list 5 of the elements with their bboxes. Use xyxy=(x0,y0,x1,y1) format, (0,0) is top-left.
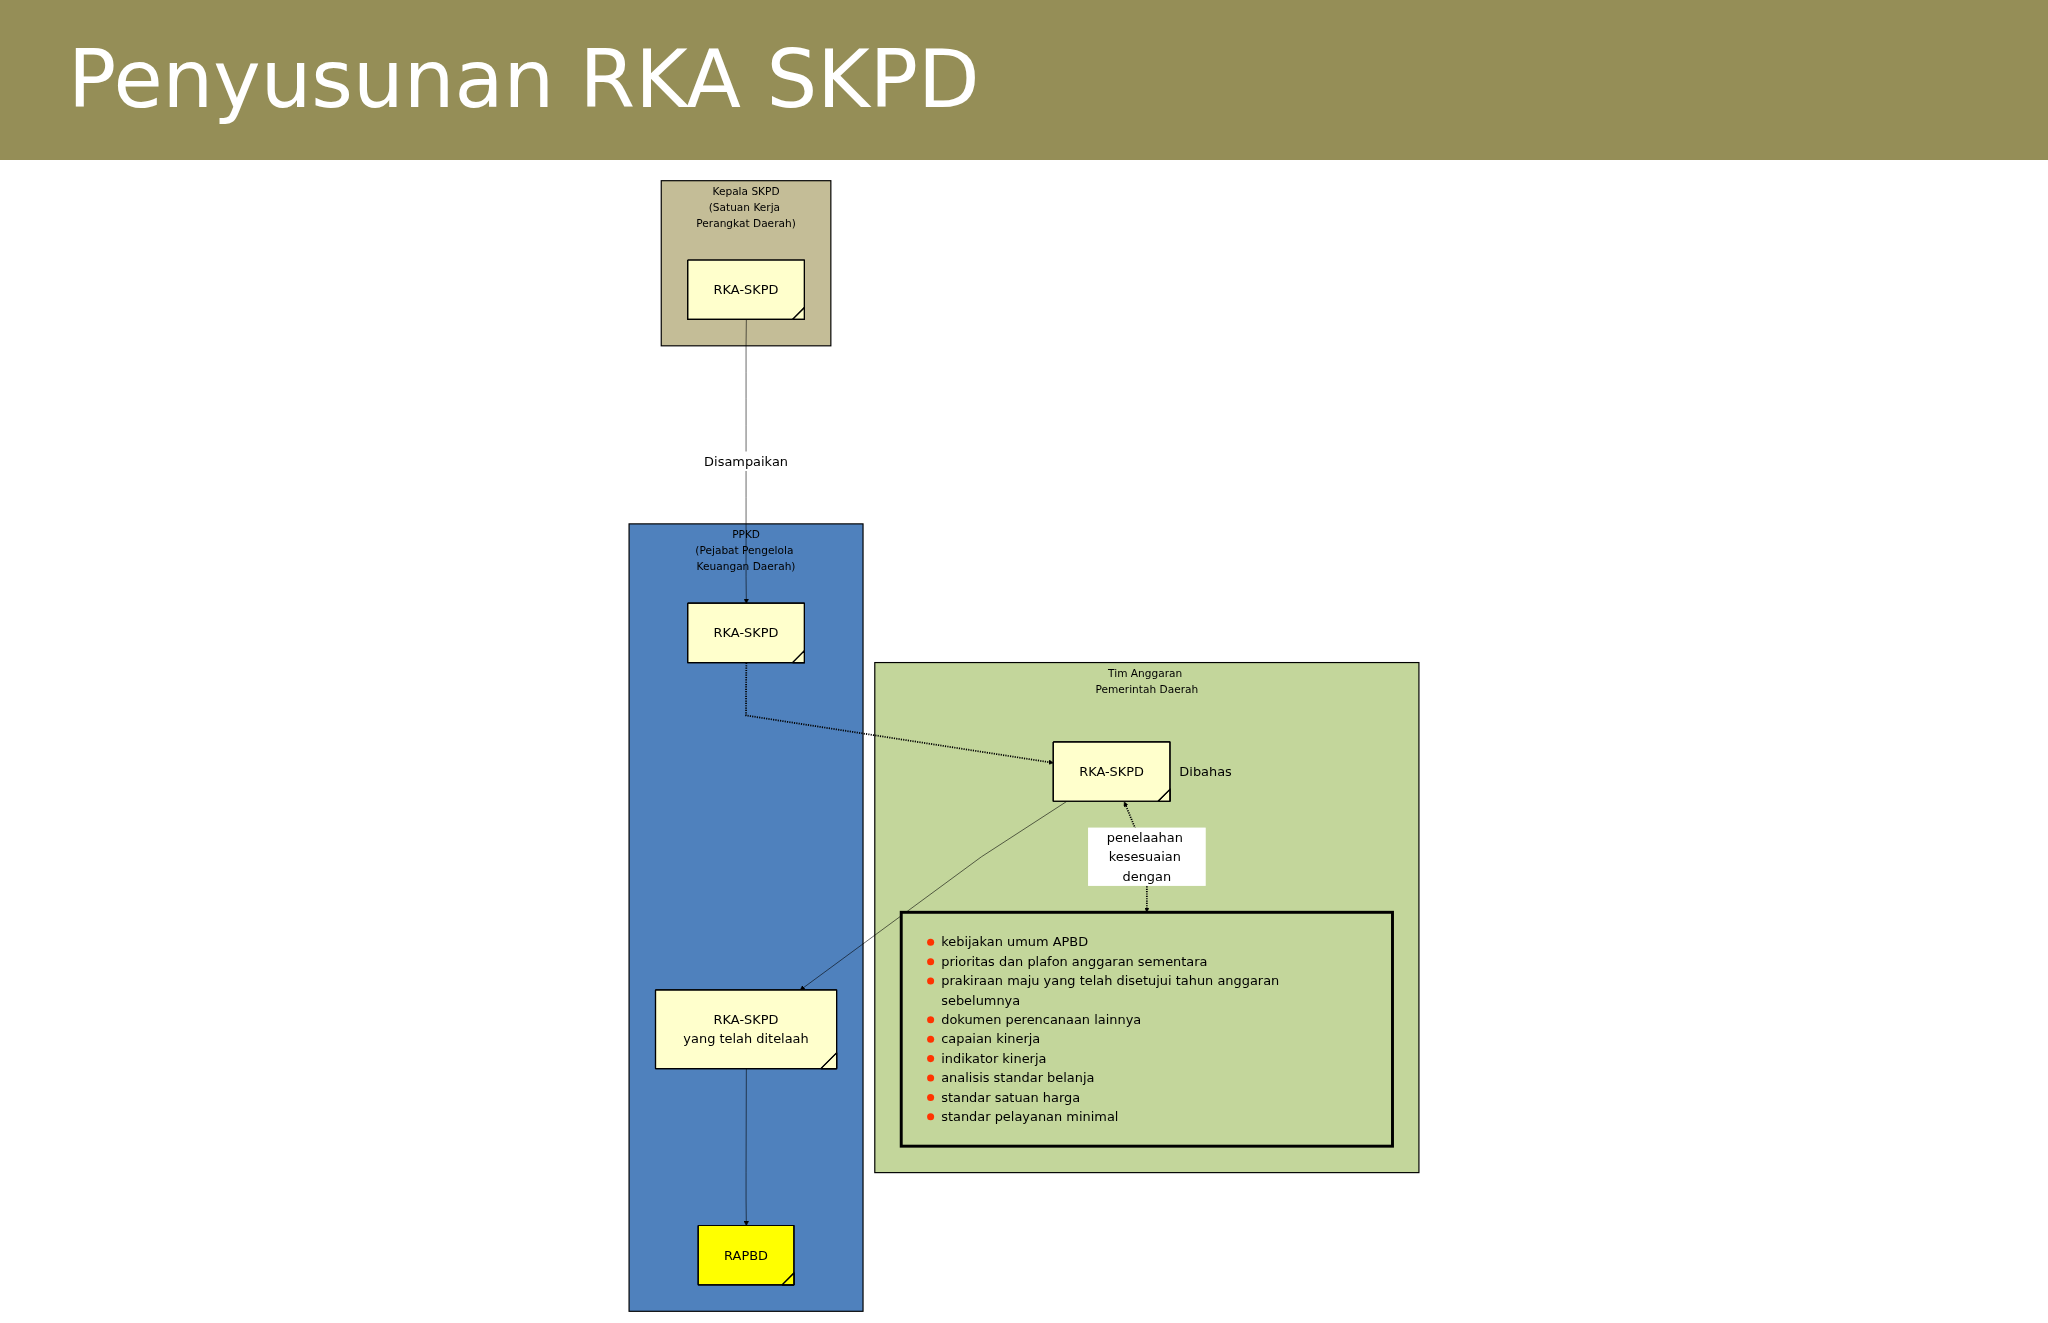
edge-label: penelaahan kesesuaian dengan xyxy=(1106,830,1183,884)
node-caption: Dibahas xyxy=(1179,764,1232,780)
node-box: kebijakan umum APBD prioritas dan plafon anggaran sementara prakiraan maju yang telah disetujui tahun anggaran sebelumnya dokumen perencanaan lainnya capaian kinerja indikator kinerja analisis standar belanja standar satuan harga standar pelayanan minimal xyxy=(899,910,1394,1148)
page-title: Penyusunan RKA SKPD xyxy=(68,32,980,128)
edge-label: Disampaikan xyxy=(704,453,788,469)
